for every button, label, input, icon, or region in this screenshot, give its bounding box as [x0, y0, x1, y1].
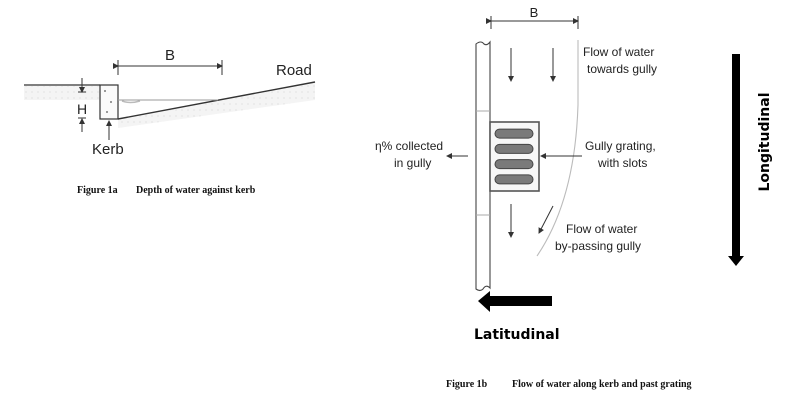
- grating-slot: [494, 174, 534, 185]
- grating-label-line1: Gully grating,: [585, 139, 656, 153]
- longitudinal-arrow-shaft: [732, 54, 740, 257]
- bypass-flow-arrow: [538, 205, 554, 234]
- figure-1a-caption-text: Depth of water against kerb: [136, 185, 256, 196]
- dimension-b-label: B: [530, 5, 539, 20]
- road-subgrade-shading: [118, 83, 315, 128]
- kerb-aggregate: [104, 90, 106, 92]
- latitudinal-label: Latitudinal: [474, 327, 560, 343]
- grating-slot: [494, 159, 534, 170]
- bypass-label-line2: by-passing gully: [555, 239, 641, 253]
- latitudinal-arrow-head: [478, 291, 490, 312]
- direction-annotations: Longitudinal Latitudinal: [474, 54, 773, 343]
- figure-1a-caption-number: Figure 1a: [77, 185, 118, 196]
- kerb-strip: [475, 40, 491, 292]
- collected-label-line2: in gully: [394, 156, 431, 170]
- longitudinal-label: Longitudinal: [757, 92, 773, 191]
- flow-boundary-line: [536, 40, 579, 257]
- road-label: Road: [276, 62, 312, 79]
- latitudinal-arrow-shaft: [488, 296, 552, 306]
- grating-slot: [494, 143, 534, 154]
- dimension-h-label: H: [77, 101, 87, 117]
- kerb-label: Kerb: [92, 141, 124, 158]
- collected-label-line1: η% collected: [375, 139, 443, 153]
- flow-towards-label-line1: Flow of water: [583, 45, 654, 59]
- flow-towards-label-line2: towards gully: [587, 62, 657, 76]
- kerb-aggregate: [110, 101, 112, 103]
- figure-1b-caption-number: Figure 1b: [446, 379, 488, 390]
- longitudinal-arrow-head: [728, 256, 744, 266]
- grating-slot: [494, 128, 534, 139]
- grating-label-line2: with slots: [597, 156, 647, 170]
- bypass-label-line1: Flow of water: [566, 222, 637, 236]
- figure-1b-caption-text: Flow of water along kerb and past gratin…: [512, 379, 692, 390]
- ground-shading: [24, 86, 100, 100]
- figure-1b: B Flow of water towards gully η% collect…: [375, 5, 692, 390]
- kerb-aggregate: [106, 111, 108, 113]
- kerb-block: [99, 84, 119, 120]
- dimension-b-label: B: [165, 47, 175, 64]
- water-ripple: [121, 100, 141, 104]
- figure-1a: B H Kerb Road Figure 1a Depth of water a…: [24, 47, 316, 196]
- grating-slots: [494, 128, 534, 185]
